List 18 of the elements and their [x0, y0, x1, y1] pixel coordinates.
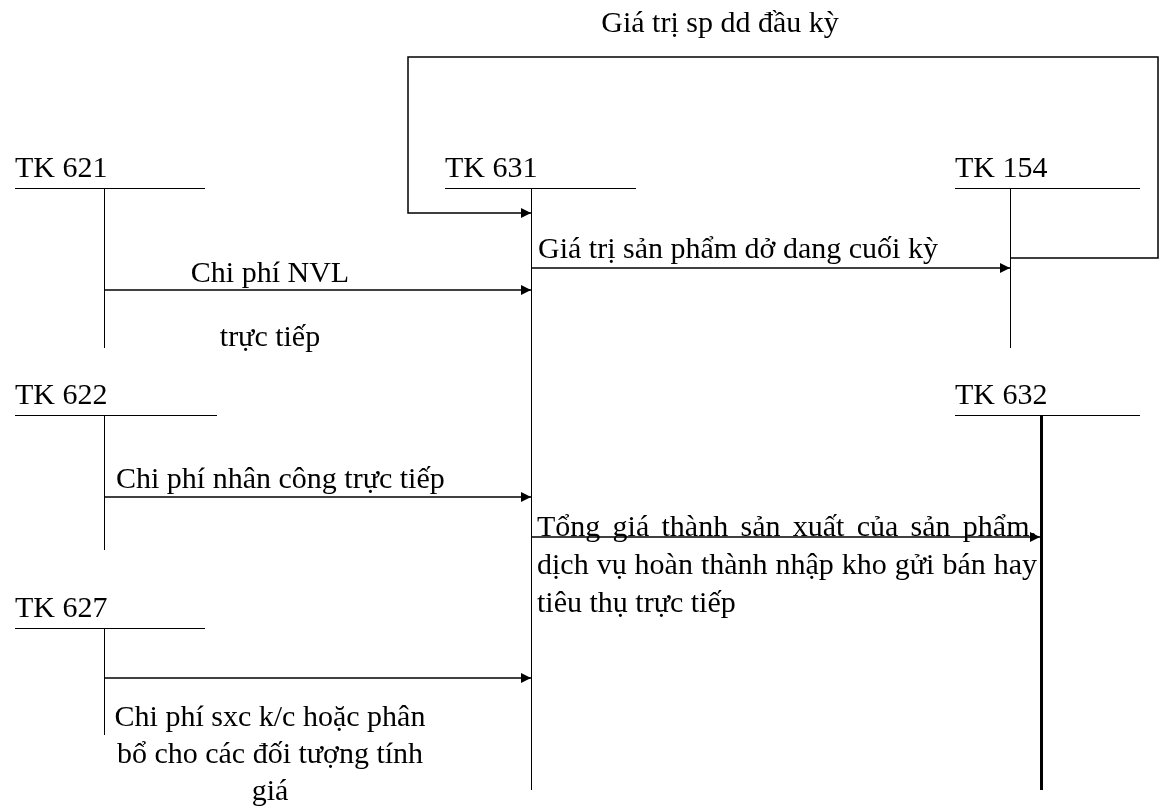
account-title: TK 621 [15, 150, 108, 184]
arrow [530, 263, 1011, 273]
edge-label: Chi phí sxc k/c hoặc phân bổ cho các đối tượng tính giá [113, 698, 427, 808]
edge-label: Giá trị sp dd đầu kỳ [600, 6, 840, 38]
arrow [103, 492, 532, 502]
edge-label: Tổng giá thành sản xuất của sản phẩm, dịch vụ hoàn thành nhập kho gửi bán hay tiêu thụ trực tiếp [537, 508, 1037, 620]
account-title: TK 154 [955, 150, 1048, 184]
edge-label: Giá trị sản phẩm dở dang cuối kỳ [538, 232, 939, 264]
arrow [407, 56, 1159, 259]
edge-label: Chi phí nhân công trực tiếp [116, 462, 446, 494]
arrow [103, 673, 532, 683]
arrow [530, 532, 1041, 542]
account-title: TK 622 [15, 377, 108, 411]
account-title: TK 631 [445, 150, 538, 184]
edge-label: Chi phí NVL trực tiếp [189, 254, 351, 354]
account-title: TK 632 [955, 377, 1048, 411]
account-title: TK 627 [15, 590, 108, 624]
arrow [103, 285, 532, 295]
